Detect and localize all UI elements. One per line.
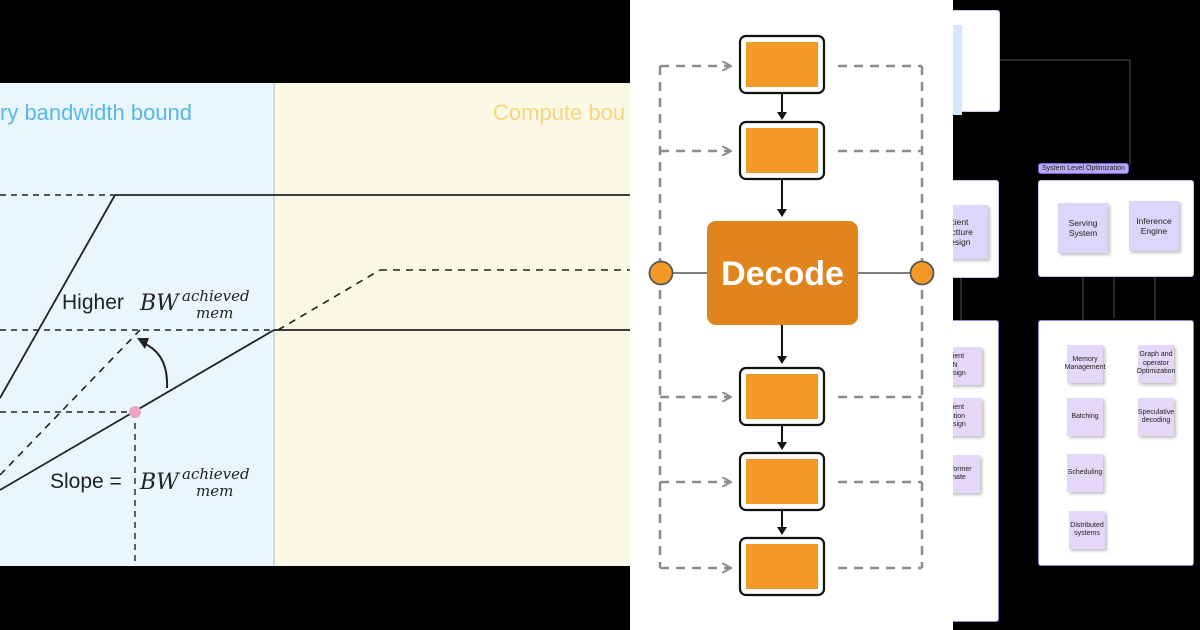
arrowhead-4-5	[777, 527, 787, 535]
system-optimization-card: Serving System Inference Engine	[1038, 180, 1194, 277]
higher-label: Higher	[62, 291, 124, 314]
system-details-card: Memory Management Batching Scheduling Di…	[1038, 320, 1194, 566]
slope-bw-symbol: BW	[139, 470, 181, 495]
structure-card: fficient ructture Design	[953, 180, 999, 278]
arrowhead-3-4	[777, 442, 787, 450]
left-connector-node	[648, 260, 674, 286]
decode-box	[707, 221, 858, 325]
arrowhead-1-2	[777, 112, 787, 120]
slope-bw-sub: mem	[196, 482, 233, 500]
memory-bound-label: ry bandwidth bound	[0, 100, 192, 125]
curved-arrow-head	[137, 338, 149, 349]
block-2	[738, 120, 826, 181]
operating-point	[129, 406, 141, 418]
distributed-systems-note: Distributed systems	[1069, 511, 1105, 549]
memory-bound-region	[0, 83, 274, 566]
speculative-decoding-note: Speculative decoding	[1138, 398, 1174, 436]
system-optimization-tag: System Level Optimization	[1038, 163, 1129, 174]
scheduling-note: Scheduling	[1067, 454, 1103, 492]
memory-management-note: Memory Management	[1065, 345, 1105, 383]
decode-flow-diagram: Decode	[648, 34, 935, 597]
batching-note: Batching	[1067, 398, 1103, 436]
higher-bw-sub: mem	[196, 304, 233, 322]
curved-arrow	[142, 342, 169, 389]
top-card	[953, 10, 1000, 115]
higher-bw-symbol: BW	[139, 291, 181, 316]
top-card-note	[953, 25, 962, 115]
slope-bw-sup: achieved	[182, 465, 250, 483]
mindmap-panel: fficient ructture Design fficient FFN De…	[953, 0, 1200, 630]
block-3	[738, 366, 826, 427]
compute-bound-region	[274, 83, 630, 566]
left-note-2: fficient tention Design	[953, 398, 982, 436]
left-note-1: fficient FFN Design	[953, 347, 982, 385]
roofline-diagram: ry bandwidth bound Compute bou Higher BW…	[0, 83, 630, 566]
inference-engine-note: Inference Engine	[1129, 201, 1179, 251]
steep-slope-line	[0, 194, 116, 399]
compute-bound-label: Compute bou	[493, 100, 625, 125]
right-connector-node	[909, 260, 935, 286]
arrowhead-decode-3	[777, 356, 787, 364]
serving-system-note: Serving System	[1058, 203, 1108, 253]
block-1	[738, 34, 826, 95]
slope-label: Slope =	[50, 470, 122, 493]
structure-design-note: fficient ructture Design	[953, 205, 988, 259]
decode-label: Decode	[721, 255, 844, 293]
block-5	[738, 536, 826, 597]
left-note-3: nsformer ternate	[953, 455, 980, 493]
arrowhead-2-decode	[777, 209, 787, 217]
graph-optimization-note: Graph and operator Optimization	[1137, 345, 1175, 383]
higher-dashed-slope-upper	[277, 269, 381, 331]
block-4	[738, 451, 826, 512]
higher-bw-sup: achieved	[182, 287, 250, 305]
structure-details-card: fficient FFN Design fficient tention Des…	[953, 320, 999, 622]
roofline-panel: ry bandwidth bound Compute bou Higher BW…	[0, 83, 630, 566]
decode-panel: Decode	[630, 0, 953, 630]
